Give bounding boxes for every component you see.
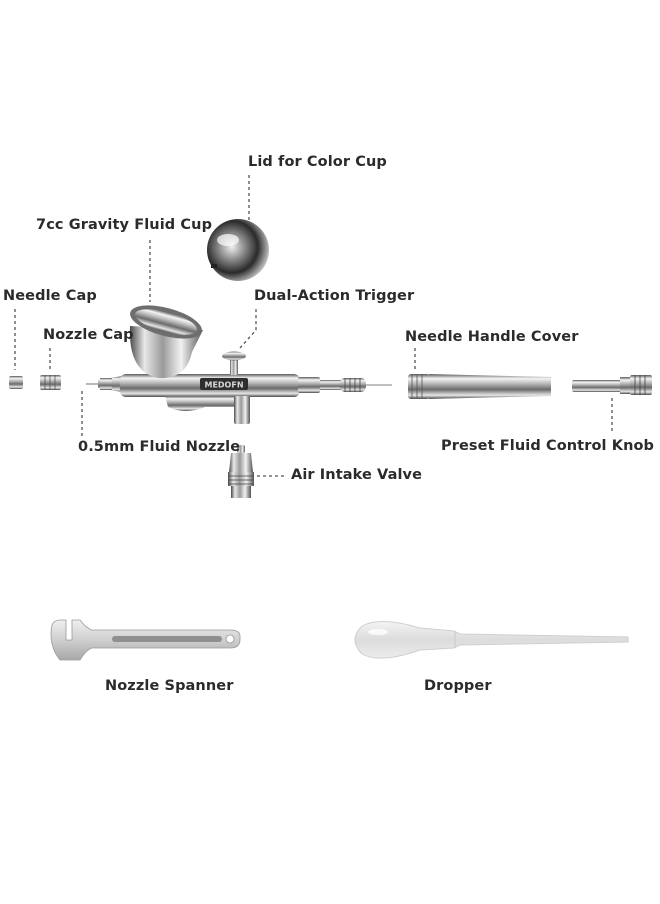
label-needle-handle-cover: Needle Handle Cover: [405, 329, 579, 345]
label-preset-fluid-control-knob: Preset Fluid Control Knob: [441, 438, 655, 454]
preset-fluid-control-knob-image: [572, 375, 652, 395]
label-dropper: Dropper: [424, 678, 492, 694]
needle-handle-cover-image: [408, 374, 551, 399]
needle-cap-image: [9, 376, 23, 389]
label-gravity-fluid-cup: 7cc Gravity Fluid Cup: [36, 217, 213, 233]
label-dual-action-trigger: Dual-Action Trigger: [254, 288, 415, 304]
gravity-fluid-cup-image: [129, 305, 203, 379]
dropper-image: [354, 621, 629, 659]
lid-for-color-cup-image: [207, 219, 269, 281]
label-fluid-nozzle: 0.5mm Fluid Nozzle: [78, 439, 241, 455]
airbrush-body-image: MEDOFN: [86, 351, 392, 424]
label-needle-cap: Needle Cap: [3, 288, 97, 304]
leader-lines: [14, 175, 613, 477]
brand-logo-text: MEDOFN: [204, 381, 243, 390]
leader-line-trigger: [239, 309, 257, 349]
air-intake-valve-image: [228, 445, 254, 498]
label-lid-for-color-cup: Lid for Color Cup: [248, 154, 387, 170]
label-nozzle-spanner: Nozzle Spanner: [105, 678, 234, 694]
label-nozzle-cap: Nozzle Cap: [43, 327, 134, 343]
label-air-intake-valve: Air Intake Valve: [291, 467, 423, 483]
nozzle-spanner-image: [50, 619, 241, 661]
nozzle-cap-image: [40, 375, 61, 390]
